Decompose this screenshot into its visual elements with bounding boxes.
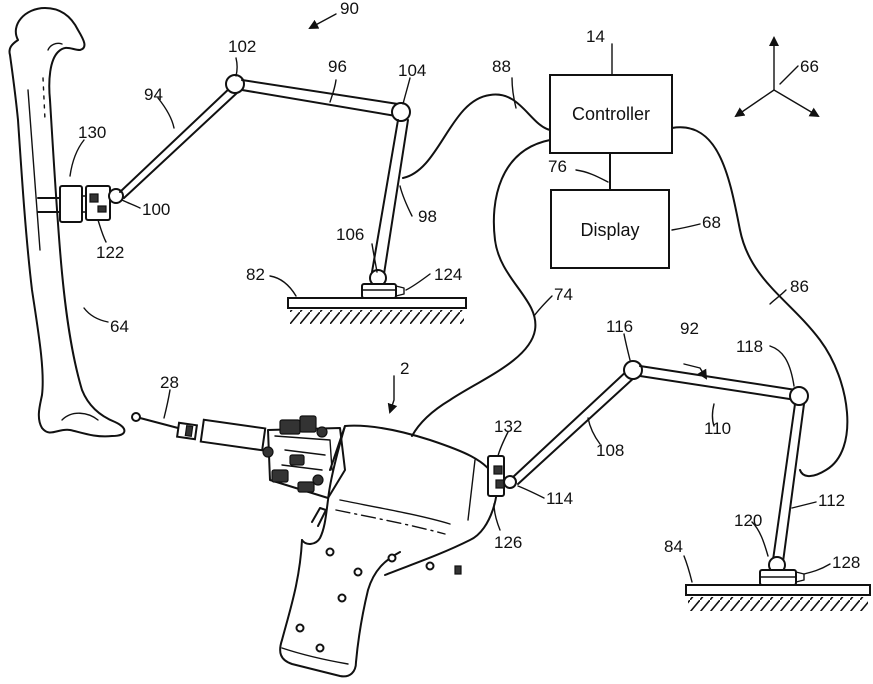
display-label: Display: [580, 220, 639, 240]
label-112: 112: [818, 491, 845, 510]
label-90: 90: [340, 0, 359, 18]
label-98: 98: [418, 207, 437, 226]
label-66: 66: [800, 57, 819, 76]
label-74: 74: [554, 285, 573, 304]
label-116: 116: [606, 317, 633, 336]
ground-84: [686, 585, 870, 611]
tracking-arm-90: [120, 75, 410, 298]
tracking-arm-92: [512, 361, 808, 585]
label-132: 132: [494, 417, 522, 436]
label-102: 102: [228, 37, 256, 56]
label-120: 120: [734, 511, 762, 530]
label-84: 84: [664, 537, 683, 556]
display-box: Display: [551, 190, 669, 268]
label-110: 110: [704, 419, 731, 438]
label-108: 108: [596, 441, 624, 460]
label-88: 88: [492, 57, 511, 76]
controller-label: Controller: [572, 104, 650, 124]
label-64: 64: [110, 317, 129, 336]
label-76: 76: [548, 157, 567, 176]
label-114: 114: [546, 489, 573, 508]
label-126: 126: [494, 533, 522, 552]
label-28: 28: [160, 373, 179, 392]
label-100: 100: [142, 200, 170, 219]
label-128: 128: [832, 553, 860, 572]
label-104: 104: [398, 61, 426, 80]
label-82: 82: [246, 265, 265, 284]
label-94: 94: [144, 85, 163, 104]
label-86: 86: [790, 277, 809, 296]
surgical-handpiece: [132, 413, 516, 676]
coordinate-axes-66: [736, 38, 818, 116]
label-92: 92: [680, 319, 699, 338]
label-130: 130: [78, 123, 106, 142]
controller-box: Controller: [550, 75, 672, 153]
label-106: 106: [336, 225, 364, 244]
label-122: 122: [96, 243, 124, 262]
ground-82: [288, 298, 466, 324]
label-124: 124: [434, 265, 462, 284]
reference-numerals: 90 14 66 102 104 96 94 88 130 100 122 10…: [78, 0, 860, 572]
femur-tracker-mount: [38, 186, 123, 222]
label-96: 96: [328, 57, 347, 76]
label-14: 14: [586, 27, 605, 46]
label-68: 68: [702, 213, 721, 232]
label-2: 2: [400, 359, 409, 378]
label-118: 118: [736, 337, 763, 356]
